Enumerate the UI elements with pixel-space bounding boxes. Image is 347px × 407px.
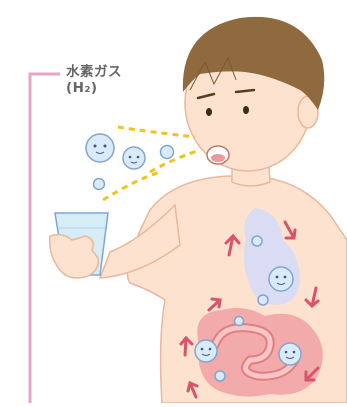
hydrogen-bubble	[258, 295, 268, 305]
hydrogen-bubble	[215, 371, 225, 381]
label-line-1: 水素ガス	[66, 64, 122, 80]
hydrogen-bubble-face-icon	[86, 134, 114, 162]
hydrogen-bubble-face-icon	[279, 343, 301, 365]
hydrogen-bubble-face-icon	[195, 340, 217, 362]
hydrogen-gas-label: 水素ガス (H₂)	[66, 64, 122, 96]
hydrogen-bubble-face-icon	[269, 267, 293, 291]
hydrogen-bubble	[252, 236, 262, 246]
label-line-2: (H₂)	[66, 80, 122, 96]
hydrogen-bubble	[94, 179, 105, 190]
hydrogen-bubble-face-icon	[123, 147, 145, 169]
hydrogen-bubble	[161, 146, 174, 159]
hydrogen-bubble	[235, 317, 244, 326]
hand	[50, 235, 99, 278]
